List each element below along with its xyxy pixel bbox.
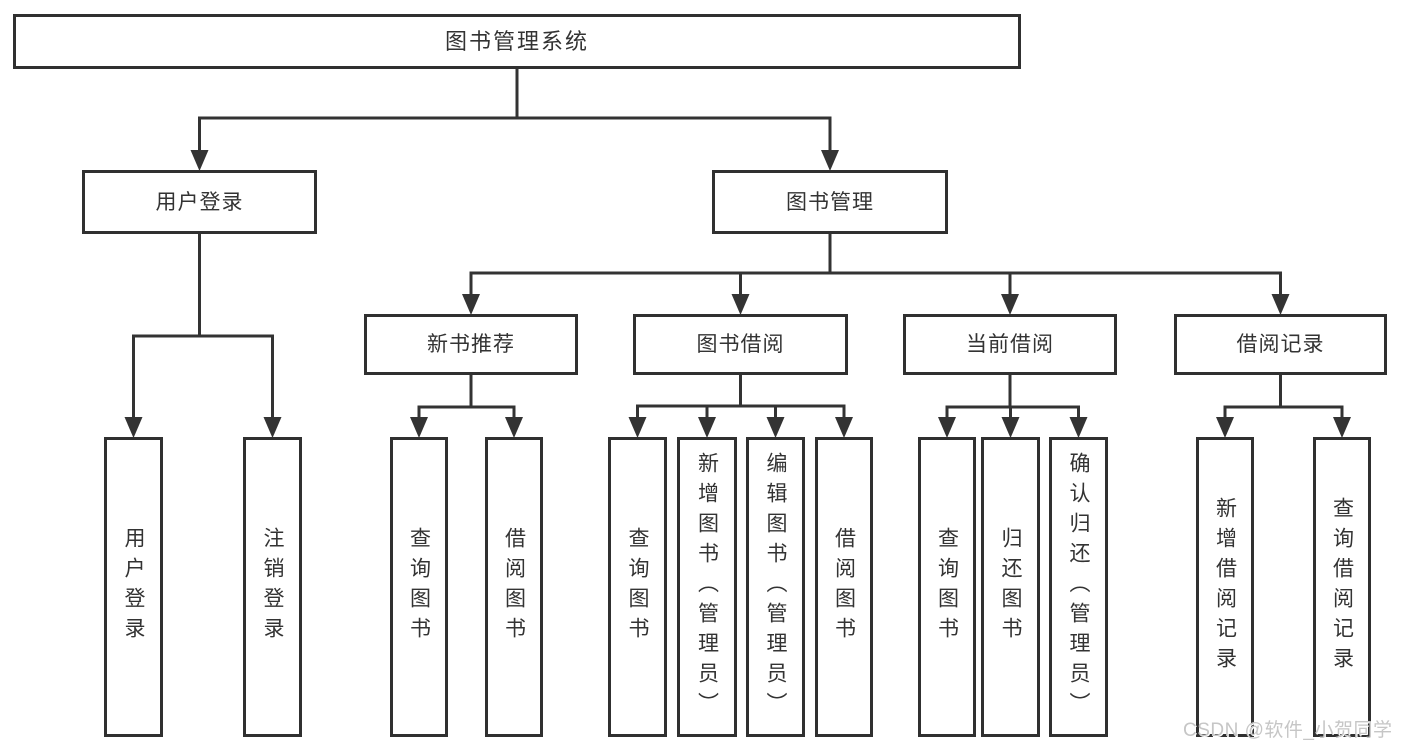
node-label-bookMgmt: 图书管理 [786,190,874,214]
node-label-bbQuery: 查询图书 [626,527,649,647]
arrowhead-newBookRec [462,294,480,315]
node-brAdd: 新增借阅记录 [1196,437,1254,737]
arrowhead-currBorrow [1001,294,1019,315]
node-label-logoutOp: 注销登录 [261,527,284,647]
arrowhead-userLogin [190,150,209,171]
arrowhead-cbQuery [938,417,956,438]
arrowhead-recBorrow [505,417,523,438]
arrowhead-bbAdd [698,417,716,438]
csdn-watermark: CSDN @软件_小贺同学 [1183,720,1393,741]
node-bookBorrow: 图书借阅 [633,314,848,375]
node-label-root: 图书管理系统 [444,28,589,54]
node-label-cbQuery: 查询图书 [935,527,959,647]
arrowhead-bbQuery [628,417,647,438]
arrowhead-recQuery [410,417,428,438]
node-label-borrowRec: 借阅记录 [1236,333,1325,356]
arrowhead-logoutOp [263,417,282,438]
arrowhead-loginOp [124,417,143,438]
node-bbEdit: 编辑图书（管理员） [746,437,805,737]
node-label-cbConfirm: 确认归还（管理员） [1067,452,1090,722]
node-recQuery: 查询图书 [390,437,448,737]
node-bookMgmt: 图书管理 [712,170,948,234]
arrowhead-cbReturn [1001,417,1020,438]
node-label-userLogin: 用户登录 [155,190,244,214]
arrowhead-cbConfirm [1069,417,1088,438]
arrowhead-brAdd [1216,417,1234,438]
arrowhead-bbBorrow [835,417,853,438]
arrowhead-brQuery [1333,417,1351,438]
arrowhead-borrowRec [1271,294,1290,315]
node-label-bbBorrow: 借阅图书 [832,527,856,647]
node-root: 图书管理系统 [13,14,1021,69]
node-bbQuery: 查询图书 [608,437,667,737]
node-label-bookBorrow: 图书借阅 [696,333,785,356]
node-borrowRec: 借阅记录 [1174,314,1387,375]
node-label-brAdd: 新增借阅记录 [1213,497,1237,677]
node-label-cbReturn: 归还图书 [999,527,1022,647]
node-brQuery: 查询借阅记录 [1313,437,1371,737]
node-cbConfirm: 确认归还（管理员） [1049,437,1108,737]
node-label-bbEdit: 编辑图书（管理员） [764,452,787,722]
node-label-brQuery: 查询借阅记录 [1330,497,1354,677]
node-currBorrow: 当前借阅 [903,314,1117,375]
arrowhead-bbEdit [766,417,785,438]
node-recBorrow: 借阅图书 [485,437,543,737]
node-label-bbAdd: 新增图书（管理员） [695,452,719,722]
arrowhead-bookMgmt [821,150,839,171]
node-label-loginOp: 用户登录 [122,527,145,647]
node-cbReturn: 归还图书 [981,437,1040,737]
node-logoutOp: 注销登录 [243,437,302,737]
node-bbBorrow: 借阅图书 [815,437,873,737]
node-label-recBorrow: 借阅图书 [502,527,526,647]
node-label-recQuery: 查询图书 [407,527,431,647]
node-bbAdd: 新增图书（管理员） [677,437,737,737]
node-newBookRec: 新书推荐 [364,314,578,375]
node-userLogin: 用户登录 [82,170,317,234]
node-label-newBookRec: 新书推荐 [427,333,515,356]
node-cbQuery: 查询图书 [918,437,976,737]
node-loginOp: 用户登录 [104,437,163,737]
arrowhead-bookBorrow [731,294,750,315]
node-label-currBorrow: 当前借阅 [966,333,1054,356]
